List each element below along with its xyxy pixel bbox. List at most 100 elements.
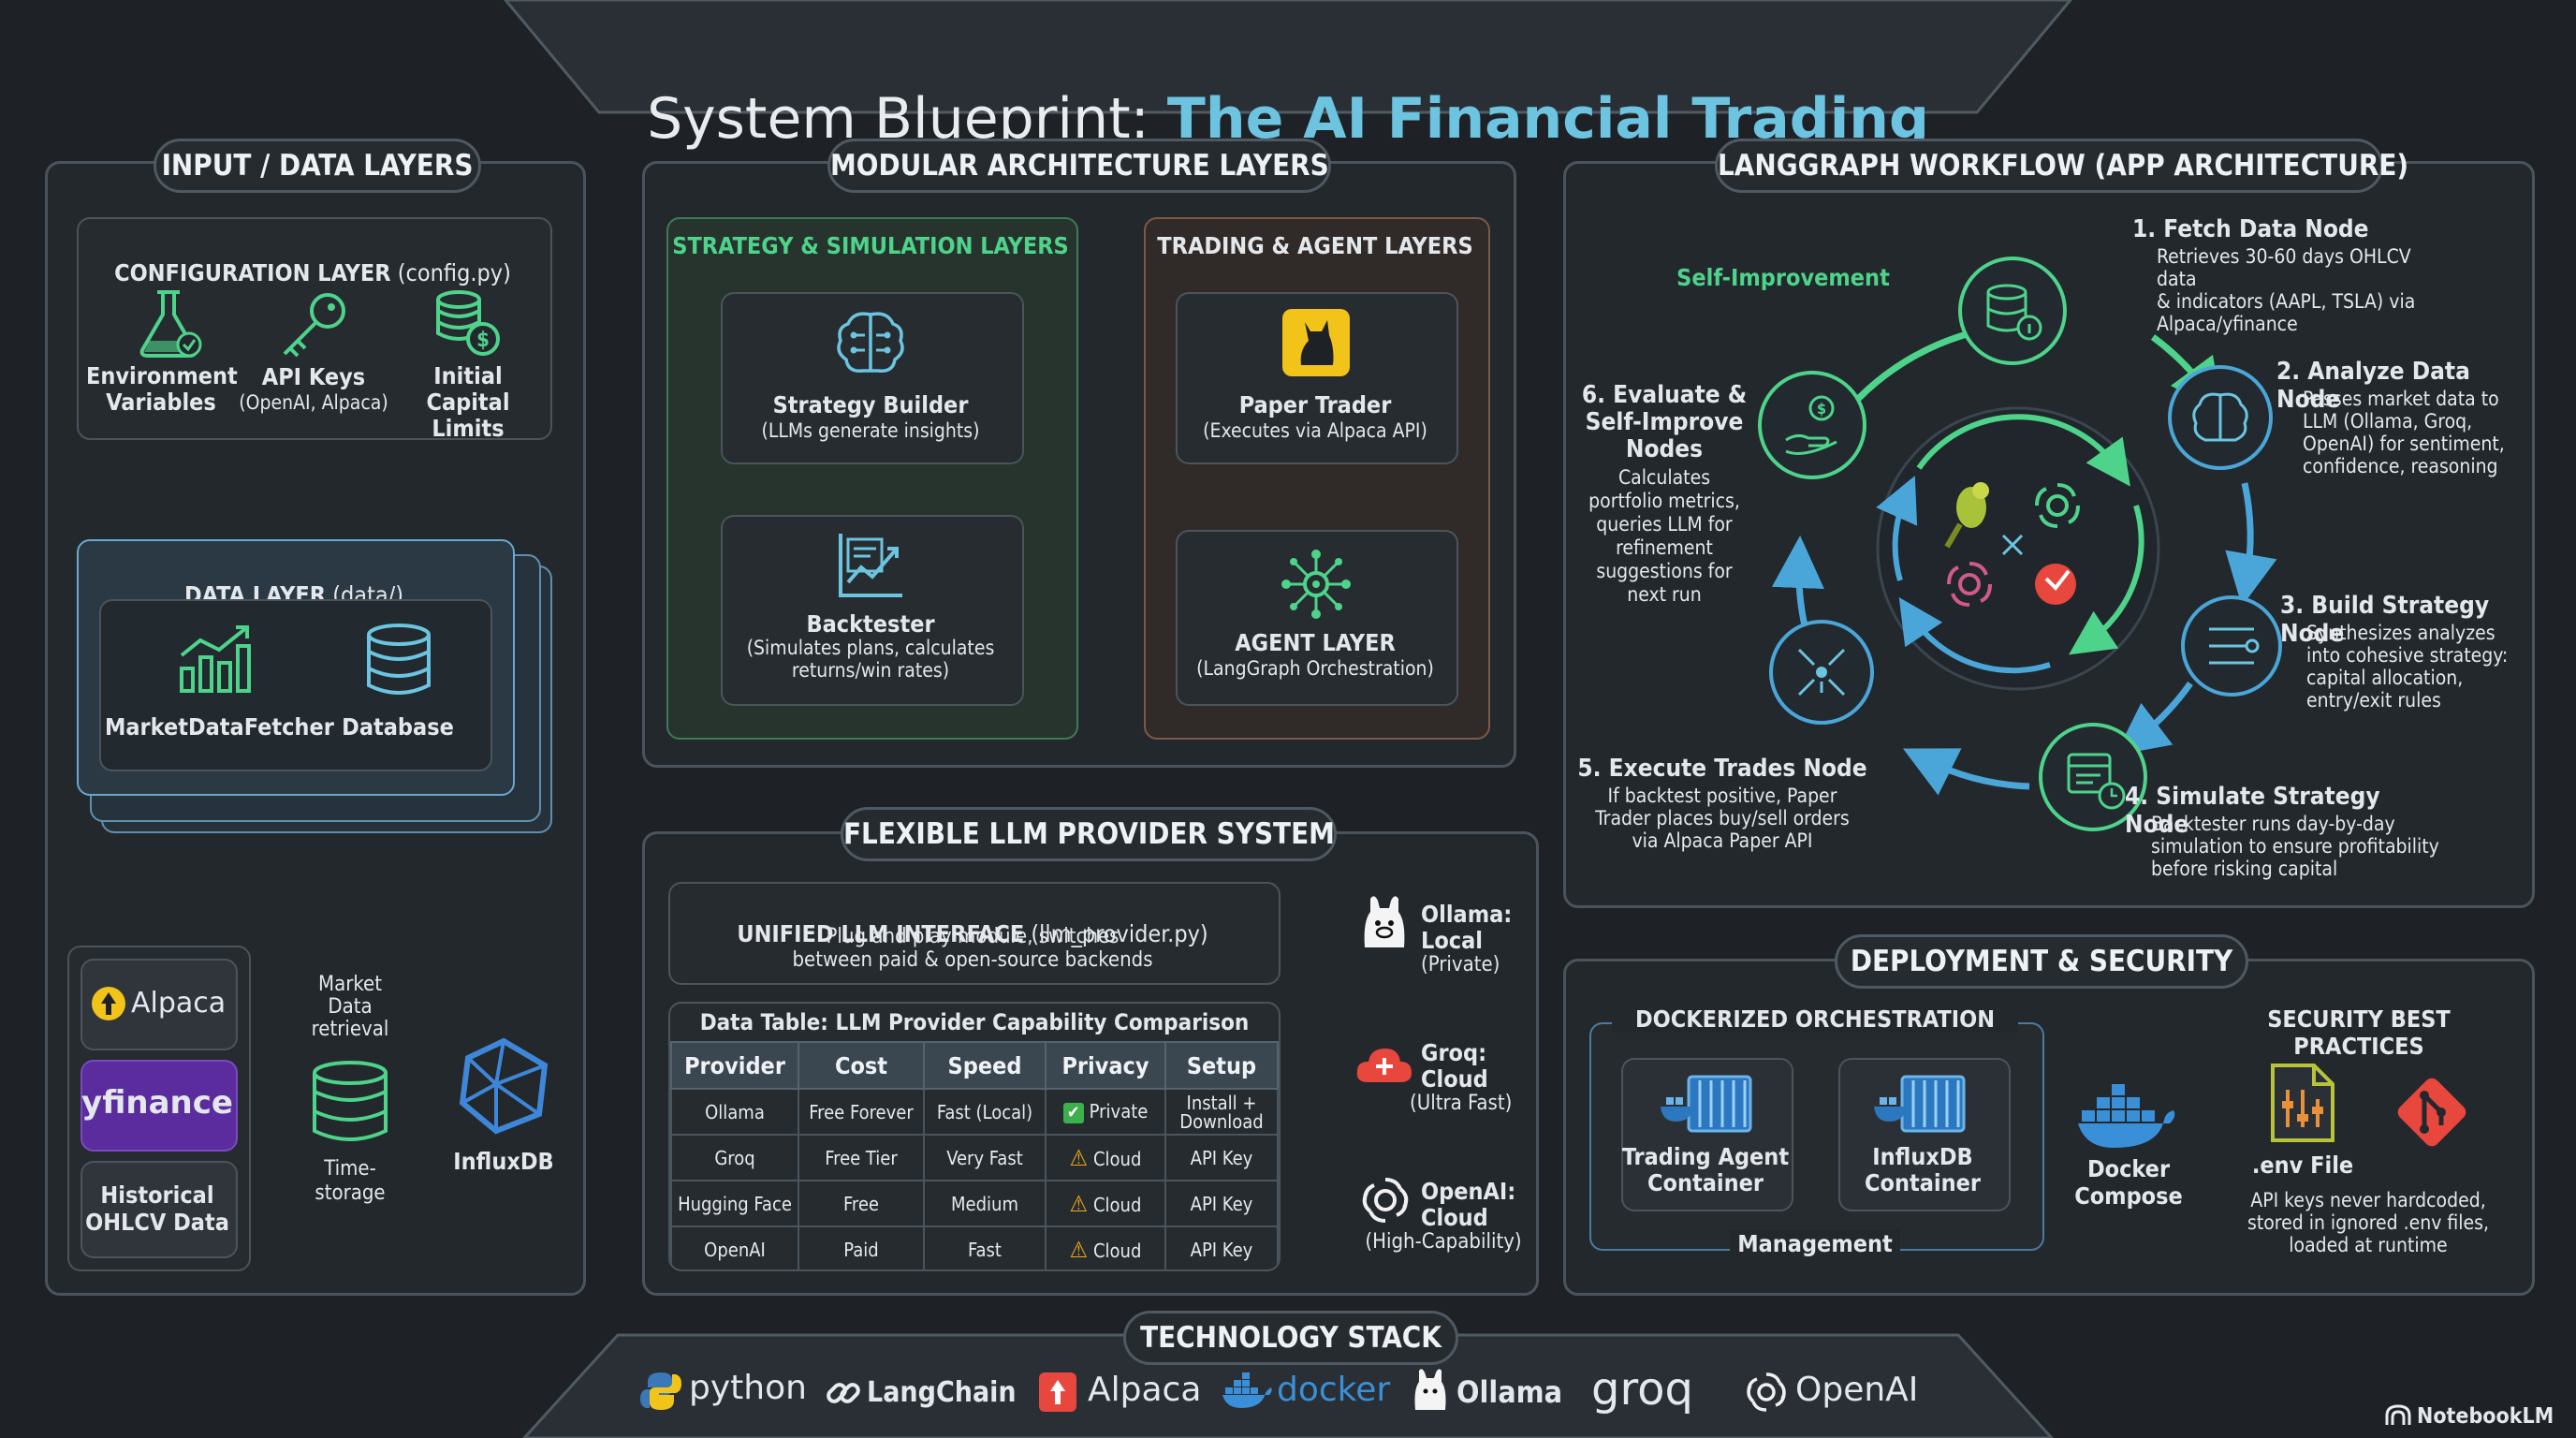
market-data-retrieval-label: Market Data retrieval xyxy=(311,973,389,1041)
agent-layer-sub: (LangGraph Orchestration) xyxy=(1196,657,1434,680)
configuration-layer-title: CONFIGURATION LAYER (config.py) xyxy=(77,232,549,286)
speed-cell: Fast xyxy=(923,1225,1046,1269)
evaluate-node-title: 6. Evaluate & Self-Improve Nodes xyxy=(1581,381,1748,463)
provider-cell: Groq xyxy=(670,1134,799,1181)
unified-llm-interface-box xyxy=(668,882,1281,985)
historical-ohlcv-label: Historical OHLCV Data xyxy=(85,1181,229,1236)
simulate-strategy-node-desc: Backtester runs day-by-day simulation to… xyxy=(2151,813,2439,880)
setup-cell: Install + Download xyxy=(1164,1088,1279,1136)
yfinance-label: yfinance xyxy=(81,1084,233,1122)
cost-cell: Free Forever xyxy=(798,1088,925,1136)
alpaca-logo-icon xyxy=(92,987,125,1020)
warning-icon: ⚠ xyxy=(1069,1236,1088,1263)
trading-agent-title: TRADING & AGENT LAYERS xyxy=(1157,232,1473,259)
openai-llm-icon xyxy=(2035,483,2080,528)
red-llm-icon xyxy=(2035,564,2076,605)
groq-provider-line3: (Ultra Fast) xyxy=(1410,1092,1513,1115)
influxdb-container-label: InfluxDB Container xyxy=(1865,1143,1981,1196)
inner-cycle-arrow xyxy=(1876,476,1918,581)
database-label: Database xyxy=(342,713,454,741)
groq-provider-line2: Cloud xyxy=(1421,1065,1488,1093)
container-icon xyxy=(1874,1075,1966,1133)
column-header: Speed xyxy=(923,1041,1046,1090)
build-strategy-node-icon xyxy=(2181,595,2282,697)
evaluate-self-improve-node-icon: $ xyxy=(1758,371,1866,479)
column-header: Cost xyxy=(798,1041,925,1090)
self-improvement-label: Self-Improvement xyxy=(1676,264,1890,291)
dockerized-orchestration-title: DOCKERIZED ORCHESTRATION xyxy=(1612,1005,2018,1033)
api-keys-label: API Keys xyxy=(261,363,366,390)
market-data-fetcher-label: MarketDataFetcher xyxy=(105,713,334,741)
fetch-data-node-title: 1. Fetch Data Node xyxy=(2132,215,2369,243)
security-desc: API keys never hardcoded, stored in igno… xyxy=(2247,1189,2490,1256)
speed-cell: Medium xyxy=(923,1180,1046,1227)
openai-provider-line3: (High-Capability) xyxy=(1365,1230,1522,1254)
provider-cell: OpenAI xyxy=(670,1225,799,1269)
llm-table-title: Data Table: LLM Provider Capability Comp… xyxy=(699,1009,1250,1035)
llm-provider-header: FLEXIBLE LLM PROVIDER SYSTEM xyxy=(841,807,1337,861)
simulate-strategy-node-title: 4. Simulate Strategy Node xyxy=(2125,783,2380,839)
warning-icon: ⚠ xyxy=(1069,1190,1088,1217)
parrot-llm-icon xyxy=(1944,482,1989,549)
notebooklm-footer: NotebookLM xyxy=(2417,1404,2554,1429)
privacy-label: Private xyxy=(1089,1100,1149,1123)
column-header: Setup xyxy=(1164,1041,1279,1090)
cost-cell: Free xyxy=(798,1180,925,1227)
unified-llm-title: UNIFIED LLM INTERFACE (llm_provider.py) xyxy=(668,893,1277,947)
tech-docker-label: docker xyxy=(1277,1371,1391,1409)
openai-provider-line2: Cloud xyxy=(1421,1204,1488,1231)
column-header: Provider xyxy=(670,1041,799,1090)
docker-whale-icon xyxy=(2078,1084,2175,1148)
ollama-icon xyxy=(1364,896,1405,947)
environment-variables-label: Environment Variables xyxy=(86,362,238,416)
speed-cell: Fast (Local) xyxy=(923,1088,1046,1136)
key-icon xyxy=(283,293,345,358)
unified-llm-title-text: UNIFIED LLM INTERFACE xyxy=(737,920,1025,947)
strategy-builder-sub: (LLMs generate insights) xyxy=(761,419,980,442)
paper-trader-sub: (Executes via Alpaca API) xyxy=(1203,419,1427,442)
management-label: Management xyxy=(1730,1230,1900,1257)
build-strategy-node-desc: Synthesizes analyzes into cohesive strat… xyxy=(2306,622,2509,712)
svg-text:$: $ xyxy=(1817,400,1826,418)
cycle-arrow xyxy=(2225,482,2277,607)
setup-cell: API Key xyxy=(1164,1134,1279,1181)
cycle-arrow xyxy=(1902,748,2030,796)
fetch-data-node-icon xyxy=(1958,257,2067,365)
execute-trades-node-icon xyxy=(1769,620,1874,725)
historical-ohlcv-tile xyxy=(80,1161,238,1258)
svg-text:$: $ xyxy=(476,329,490,352)
cycle-arrow xyxy=(2115,681,2193,756)
bar-chart-trend-icon xyxy=(180,625,251,693)
ollama-provider-title: Ollama: xyxy=(1421,901,1513,928)
api-keys-sub: (OpenAI, Alpaca) xyxy=(239,391,388,414)
tech-openai-label: OpenAI xyxy=(1795,1371,1919,1409)
ollama-provider-line3: (Private) xyxy=(1421,953,1500,976)
coins-stack-icon: $ xyxy=(436,290,500,356)
openai-icon xyxy=(1747,1372,1786,1412)
agent-layer-title: AGENT LAYER xyxy=(1235,629,1396,656)
security-best-practices-title: SECURITY BEST PRACTICES xyxy=(2267,1005,2451,1060)
initial-capital-label: Initial Capital Limits xyxy=(426,362,510,442)
llm-table-header-row: Provider Cost Speed Privacy Setup xyxy=(670,1041,1279,1090)
backtester-card xyxy=(721,515,1024,706)
tech-groq-label: groq xyxy=(1591,1363,1693,1416)
database-icon xyxy=(367,624,431,695)
strategy-builder-title: Strategy Builder xyxy=(772,391,969,418)
trading-agent-container-card xyxy=(1621,1058,1793,1211)
unified-llm-title-suffix: (llm_provider.py) xyxy=(1031,920,1208,947)
title-banner-shape xyxy=(504,0,2072,114)
openai-llm-icon-pink xyxy=(1947,562,1992,607)
backtester-title: Backtester xyxy=(806,610,935,638)
paper-trader-title: Paper Trader xyxy=(1238,391,1392,418)
docker-compose-label: Docker Compose xyxy=(2074,1155,2183,1210)
analyze-data-node-desc: Passes market data to LLM (Ollama, Groq,… xyxy=(2303,388,2505,477)
tech-stack-banner-shape xyxy=(521,1333,2055,1438)
time-storage-label: Time- storage xyxy=(315,1157,386,1205)
modular-architecture-header: MODULAR ARCHITECTURE LAYERS xyxy=(827,139,1331,193)
container-icon xyxy=(1661,1075,1752,1133)
agent-network-icon xyxy=(1281,550,1351,619)
groq-icon xyxy=(1356,1049,1412,1082)
